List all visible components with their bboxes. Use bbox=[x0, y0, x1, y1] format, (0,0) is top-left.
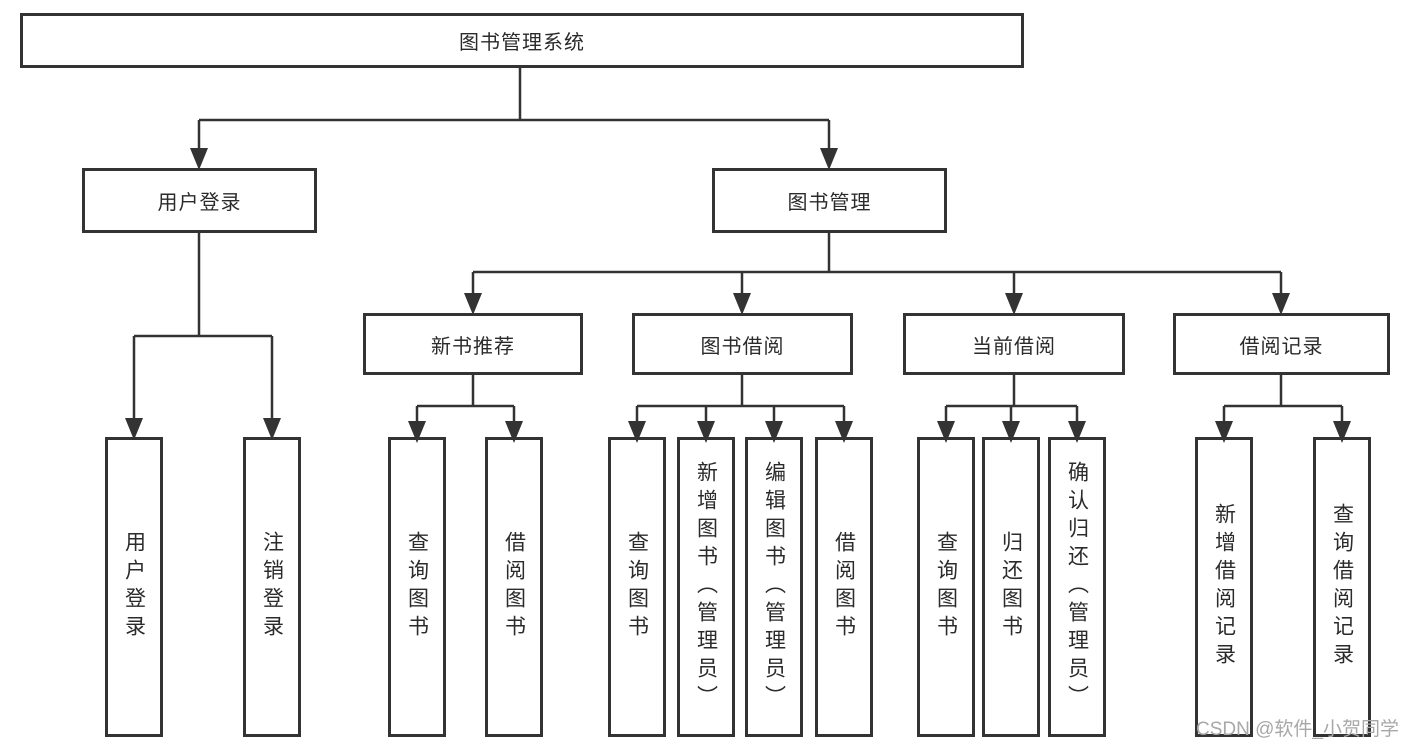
node-root-system: 图书管理系统 bbox=[20, 13, 1024, 68]
node-book-management-label: 图书管理 bbox=[787, 192, 872, 214]
wire-mgmt-to-level3 bbox=[471, 233, 1283, 295]
node-borrow-records: 借阅记录 bbox=[1173, 313, 1390, 375]
leaf-edit-book-admin-label: 编辑图书（管理员） bbox=[762, 461, 786, 713]
node-book-borrow: 图书借阅 bbox=[632, 313, 853, 375]
node-new-book-recommend: 新书推荐 bbox=[363, 313, 583, 375]
leaf-return-book-label: 归还图书 bbox=[999, 531, 1023, 643]
leaf-query-borrow-record: 查询借阅记录 bbox=[1313, 437, 1371, 737]
leaf-add-borrow-record: 新增借阅记录 bbox=[1195, 437, 1253, 737]
wire-current-to-leaves bbox=[944, 375, 1079, 424]
wire-borrow-to-leaves bbox=[635, 375, 846, 424]
leaf-query-books-recommend: 查询图书 bbox=[388, 437, 446, 737]
leaf-edit-book-admin: 编辑图书（管理员） bbox=[745, 437, 803, 737]
node-book-borrow-label: 图书借阅 bbox=[700, 335, 785, 358]
leaf-query-books-current-label: 查询图书 bbox=[934, 531, 958, 643]
leaf-borrow-books: 借阅图书 bbox=[815, 437, 873, 737]
leaf-user-login-label: 用户登录 bbox=[122, 531, 146, 643]
leaf-add-book-admin: 新增图书（管理员） bbox=[677, 437, 735, 737]
wire-records-to-leaves bbox=[1222, 375, 1344, 424]
node-user-login: 用户登录 bbox=[82, 168, 317, 233]
leaf-query-books-current: 查询图书 bbox=[917, 437, 975, 737]
wire-newbook-to-leaves bbox=[415, 375, 516, 424]
leaf-add-book-admin-label: 新增图书（管理员） bbox=[694, 461, 718, 713]
node-current-borrow-label: 当前借阅 bbox=[972, 335, 1056, 358]
leaf-query-books-borrow: 查询图书 bbox=[608, 437, 666, 737]
node-borrow-records-label: 借阅记录 bbox=[1239, 335, 1324, 358]
node-root-label: 图书管理系统 bbox=[459, 32, 585, 54]
leaf-add-borrow-record-label: 新增借阅记录 bbox=[1212, 503, 1236, 671]
leaf-logout: 注销登录 bbox=[243, 437, 301, 737]
leaf-borrow-books-recommend-label: 借阅图书 bbox=[502, 531, 526, 643]
leaf-confirm-return-admin-label: 确认归还（管理员） bbox=[1065, 461, 1089, 713]
wire-root-to-level2 bbox=[197, 68, 831, 150]
wire-login-to-leaves bbox=[132, 233, 274, 420]
leaf-return-book: 归还图书 bbox=[982, 437, 1040, 737]
leaf-user-login: 用户登录 bbox=[105, 437, 163, 737]
leaf-borrow-books-label: 借阅图书 bbox=[832, 531, 856, 643]
leaf-query-books-recommend-label: 查询图书 bbox=[405, 531, 429, 643]
leaf-borrow-books-recommend: 借阅图书 bbox=[485, 437, 543, 737]
node-current-borrow: 当前借阅 bbox=[903, 313, 1125, 375]
node-new-book-recommend-label: 新书推荐 bbox=[431, 335, 515, 358]
leaf-logout-label: 注销登录 bbox=[260, 531, 284, 643]
node-book-management: 图书管理 bbox=[712, 168, 947, 233]
leaf-confirm-return-admin: 确认归还（管理员） bbox=[1048, 437, 1106, 737]
node-user-login-label: 用户登录 bbox=[157, 192, 242, 214]
watermark: CSDN @软件_小贺同学 bbox=[1196, 719, 1399, 740]
leaf-query-books-borrow-label: 查询图书 bbox=[625, 531, 649, 643]
leaf-query-borrow-record-label: 查询借阅记录 bbox=[1330, 503, 1354, 671]
